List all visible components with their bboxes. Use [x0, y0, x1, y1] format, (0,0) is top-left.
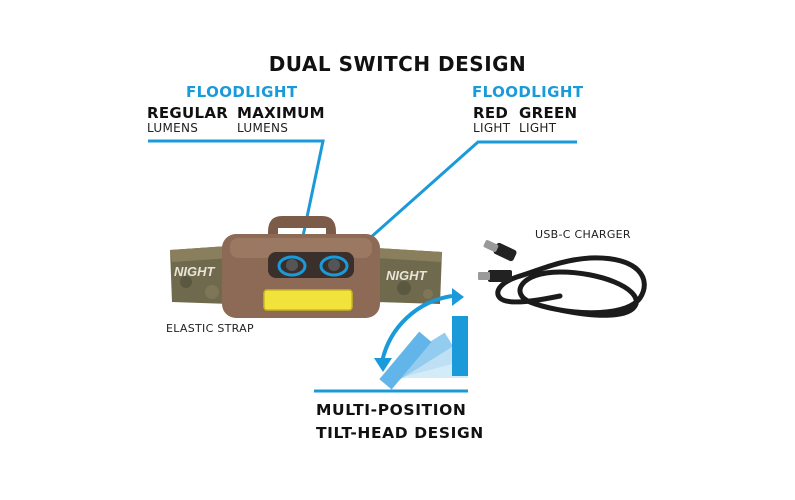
strap-brand-right: NIGHT	[386, 268, 428, 283]
right-floodlight-heading: FLOODLIGHT	[472, 83, 584, 101]
switch-left-highlight	[277, 255, 307, 277]
usb-c-connector	[483, 240, 517, 262]
option-regular-sub: LUMENS	[147, 121, 199, 135]
tilt-title-line1: MULTI-POSITION	[316, 401, 467, 419]
tilt-arc-arrow	[374, 288, 464, 372]
usb-a-connector	[478, 270, 512, 282]
option-maximum-sub: LUMENS	[237, 121, 289, 135]
usb-c-charger	[495, 255, 647, 318]
elastic-strap	[170, 246, 442, 304]
option-green-sub: LIGHT	[519, 121, 557, 135]
tilt-fan-graphic	[379, 316, 468, 390]
left-floodlight-heading: FLOODLIGHT	[186, 83, 298, 101]
cob-led	[263, 289, 353, 311]
charger-label: USB-C CHARGER	[535, 228, 631, 241]
strap-label: ELASTIC STRAP	[166, 322, 254, 335]
page-title: DUAL SWITCH DESIGN	[268, 52, 527, 76]
option-maximum-title: MAXIMUM	[237, 104, 325, 122]
option-regular-title: REGULAR	[147, 104, 229, 122]
switch-right-highlight	[319, 255, 349, 277]
tilt-title-line2: TILT-HEAD DESIGN	[316, 424, 484, 442]
headlamp	[222, 216, 380, 318]
option-green-title: GREEN	[519, 104, 578, 122]
strap-brand-left: NIGHT	[174, 264, 216, 279]
option-red-sub: LIGHT	[473, 121, 511, 135]
right-leader-line	[342, 140, 577, 264]
option-red-title: RED	[473, 104, 509, 122]
